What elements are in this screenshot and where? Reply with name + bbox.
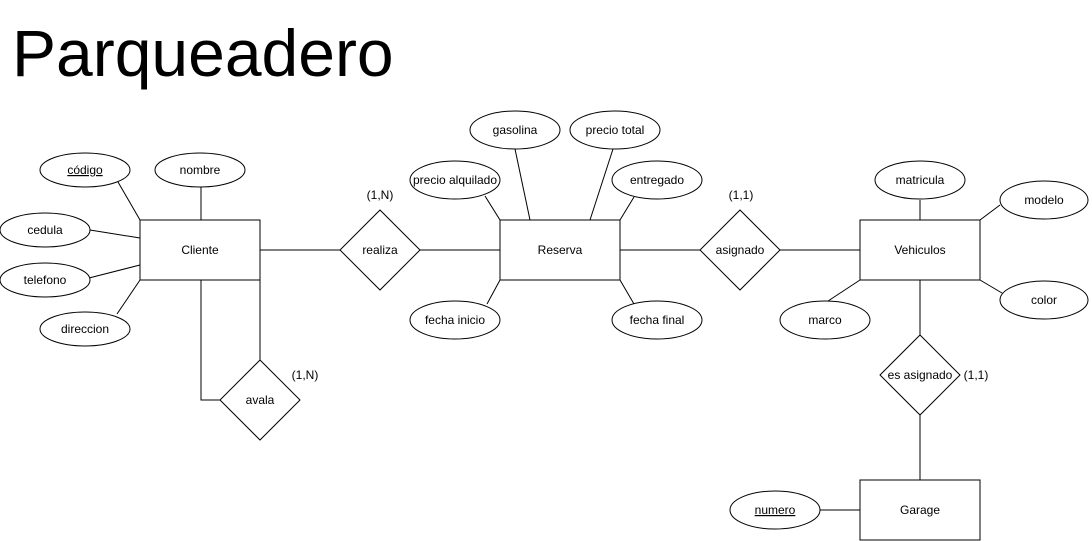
attribute-fecha-inicio-label: fecha inicio — [425, 313, 485, 327]
attribute-nombre[interactable]: nombre — [154, 152, 246, 188]
attribute-numero[interactable]: numero — [729, 490, 821, 530]
attribute-matricula[interactable]: matricula — [874, 160, 966, 200]
entity-cliente[interactable]: Cliente — [139, 219, 261, 281]
relationship-es-asignado[interactable]: es asignado — [879, 334, 961, 416]
attribute-cedula-label: cedula — [27, 223, 63, 237]
attribute-color[interactable]: color — [999, 280, 1089, 320]
attribute-marco-label: marco — [808, 313, 842, 327]
attribute-entregado[interactable]: entregado — [611, 160, 703, 200]
attribute-fecha-final-label: fecha final — [630, 313, 685, 327]
entity-reserva-label: Reserva — [538, 243, 583, 257]
attribute-codigo-label: código — [67, 163, 103, 177]
connector-cedula — [89, 229, 141, 239]
attribute-precio-alquilado[interactable]: precio alquilado — [409, 160, 501, 200]
cardinality-asignado: (1,1) — [729, 188, 754, 202]
connector-direccion — [116, 279, 141, 315]
attribute-marco[interactable]: marco — [779, 300, 871, 340]
relationship-avala-label: avala — [246, 393, 275, 407]
entity-garage[interactable]: Garage — [859, 479, 981, 541]
connector-color — [979, 279, 1003, 294]
attribute-cedula[interactable]: cedula — [0, 212, 91, 248]
attribute-precio-alquilado-label: precio alquilado — [413, 173, 497, 187]
connector-precio-alquilado — [484, 195, 501, 221]
connector-entregado — [619, 196, 635, 221]
diagram-title: Parqueadero — [12, 16, 394, 90]
relationship-asignado[interactable]: asignado — [699, 209, 781, 291]
relationship-realiza[interactable]: realiza — [339, 209, 421, 291]
entity-garage-label: Garage — [900, 503, 940, 517]
entity-vehiculos-label: Vehiculos — [894, 243, 945, 257]
cardinality-es-asignado: (1,1) — [964, 368, 989, 382]
connector-modelo — [979, 204, 1001, 221]
connector-marco — [824, 279, 861, 304]
attribute-color-label: color — [1031, 293, 1057, 307]
relationship-realiza-label: realiza — [362, 243, 398, 257]
attribute-codigo[interactable]: código — [39, 152, 131, 188]
attribute-direccion[interactable]: direccion — [39, 311, 131, 347]
connector-fecha-final — [619, 279, 635, 305]
entity-vehiculos[interactable]: Vehiculos — [859, 219, 981, 281]
entity-reserva[interactable]: Reserva — [499, 219, 621, 281]
attribute-modelo-label: modelo — [1024, 193, 1064, 207]
connector-codigo — [117, 181, 141, 221]
connector-cliente-avala-left — [200, 280, 220, 401]
attribute-fecha-final[interactable]: fecha final — [611, 300, 703, 340]
connector-gasolina — [514, 148, 531, 221]
attribute-fecha-inicio[interactable]: fecha inicio — [409, 300, 501, 340]
relationship-asignado-label: asignado — [716, 243, 765, 257]
relationship-avala[interactable]: avala — [219, 359, 301, 441]
entity-cliente-label: Cliente — [181, 243, 219, 257]
attribute-telefono-label: telefono — [24, 273, 67, 287]
attribute-numero-label: numero — [755, 503, 796, 517]
connector-fecha-inicio — [486, 279, 501, 305]
connector-telefono — [88, 264, 141, 279]
attribute-direccion-label: direccion — [61, 322, 109, 336]
attribute-nombre-label: nombre — [180, 163, 221, 177]
cardinality-avala: (1,N) — [292, 368, 319, 382]
attribute-gasolina-label: gasolina — [493, 123, 538, 137]
attribute-telefono[interactable]: telefono — [0, 262, 91, 298]
connector-precio-total — [589, 148, 614, 221]
attribute-precio-total[interactable]: precio total — [569, 110, 661, 150]
attribute-matricula-label: matricula — [896, 173, 945, 187]
attribute-precio-total-label: precio total — [586, 123, 645, 137]
cardinality-realiza: (1,N) — [367, 188, 394, 202]
connectors — [88, 148, 1003, 511]
attribute-gasolina[interactable]: gasolina — [469, 110, 561, 150]
attribute-entregado-label: entregado — [630, 173, 684, 187]
relationship-es-asignado-label: es asignado — [888, 368, 953, 382]
attribute-modelo[interactable]: modelo — [999, 180, 1089, 220]
